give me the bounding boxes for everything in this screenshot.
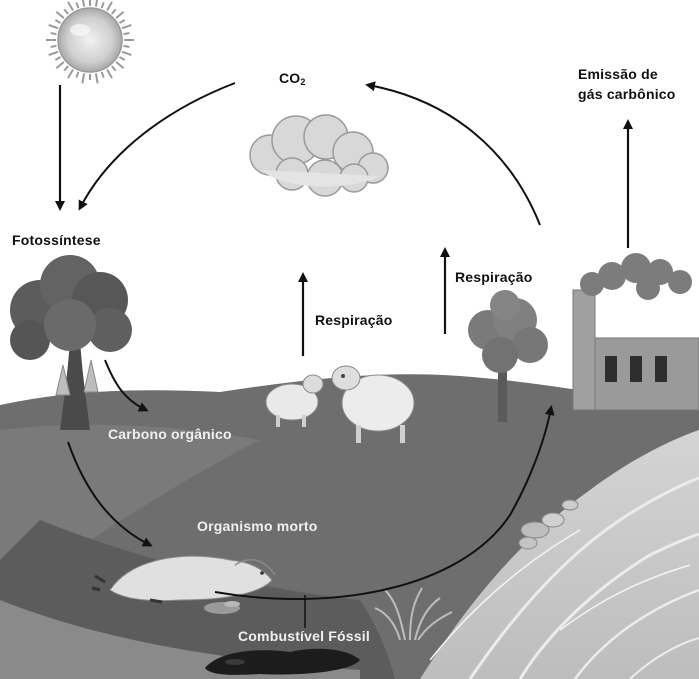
sun-ray	[121, 24, 132, 30]
sun-ray	[54, 56, 62, 61]
cloud-icon	[249, 114, 389, 197]
sun-ray	[100, 2, 105, 9]
arrow-co2-to-photosynthesis	[78, 82, 236, 211]
sun-ray	[100, 71, 105, 78]
smoke-icon	[580, 253, 692, 300]
tree-icon	[468, 290, 548, 422]
factory-icon	[572, 289, 699, 411]
emissao-label-line1: Emissão de	[578, 66, 658, 82]
water	[420, 430, 699, 679]
co2-text: CO	[279, 70, 301, 86]
sun-ray	[63, 8, 69, 15]
sun-ray	[118, 56, 126, 61]
sun-ray	[75, 2, 80, 9]
stones-icon	[518, 499, 579, 550]
sun-ray	[75, 71, 80, 78]
sun-ray	[106, 1, 113, 12]
sheep-icon	[265, 374, 324, 427]
co2-label: CO2	[279, 70, 306, 87]
dead-animal-icon	[91, 555, 276, 604]
sun-ray	[55, 10, 65, 19]
sun-ray	[48, 50, 59, 56]
sun-ray	[111, 8, 117, 15]
sun-ray	[121, 50, 132, 56]
sun-ray	[106, 68, 113, 79]
oil-puddle-icon	[205, 648, 360, 675]
sun-ray	[67, 1, 74, 12]
arrow-tree-to-organic-carbon	[104, 359, 149, 412]
fotossintese-label: Fotossíntese	[12, 232, 101, 248]
sun-ray	[123, 32, 130, 36]
emissao-label-line2: gás carbônico	[578, 86, 676, 102]
arrow-respiration-to-co2	[365, 81, 541, 226]
arrows	[55, 81, 633, 628]
arrow-organic-to-dead	[67, 441, 153, 547]
sun-ray	[123, 44, 130, 48]
grass-icon	[374, 587, 453, 641]
sun-ray	[94, 73, 99, 84]
tree-icon	[10, 255, 132, 430]
sun-ray	[54, 19, 62, 24]
sun-ray	[118, 19, 126, 24]
respiracao-plants-label: Respiração	[455, 269, 533, 285]
sun-ray	[81, 0, 86, 7]
sun-ray	[115, 10, 125, 19]
sun-ray	[48, 24, 59, 30]
sun-icon	[46, 0, 134, 84]
sheep-icon	[331, 365, 415, 443]
arrow-fossil-to-surface	[214, 405, 555, 600]
sun-ray	[67, 68, 74, 79]
sun-ray	[115, 61, 125, 70]
sun-ray	[81, 73, 86, 84]
sun-ray	[50, 44, 57, 48]
sun-ray	[55, 61, 65, 70]
carbono-organico-label: Carbono orgânico	[108, 426, 232, 442]
combustivel-fossil-label: Combustível Fóssil	[238, 628, 370, 644]
sun-ray	[63, 65, 69, 72]
sun-ray	[111, 65, 117, 72]
debris	[204, 601, 240, 614]
organismo-morto-label: Organismo morto	[197, 518, 318, 534]
co2-subscript: 2	[300, 77, 306, 87]
respiracao-animals-label: Respiração	[315, 312, 393, 328]
sun-ray	[94, 0, 99, 7]
sun-ray	[50, 32, 57, 36]
